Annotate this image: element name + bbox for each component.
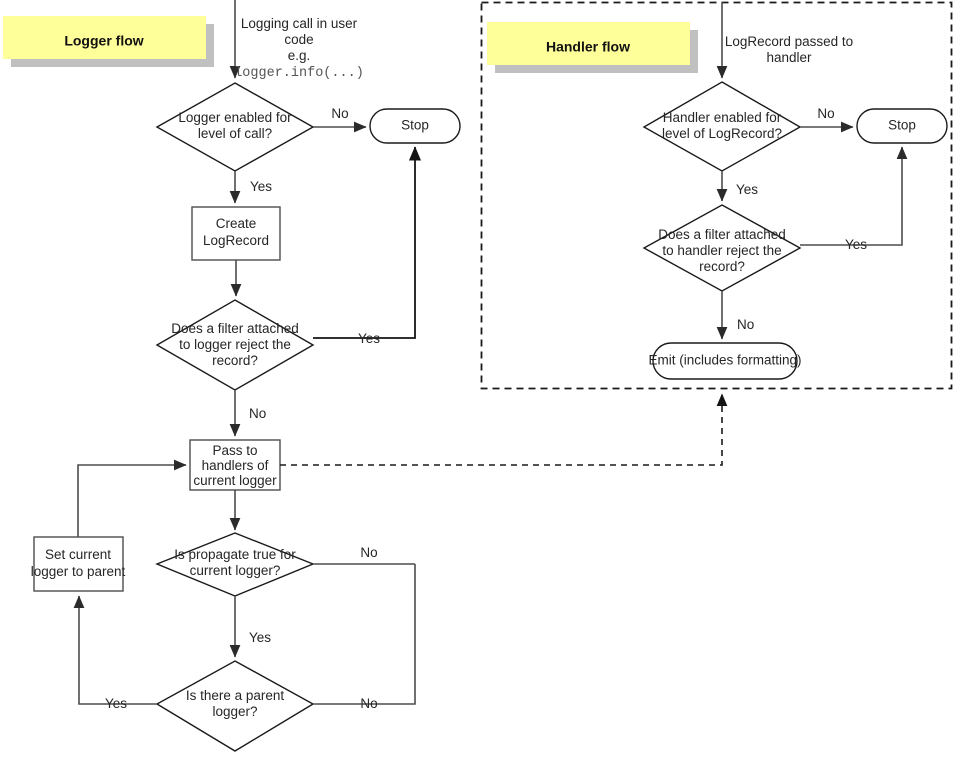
- edge-pass-to-handler-flow-dashed: [280, 393, 728, 466]
- handler-entry-line1: LogRecord passed to: [725, 34, 853, 49]
- process-set-parent-line1: Set current: [45, 547, 111, 562]
- decision-propagate-line2: current logger?: [190, 563, 281, 578]
- logger-entry-line2: code: [284, 32, 313, 47]
- terminal-emit-label: Emit (includes formatting): [648, 353, 801, 368]
- decision-logger-filter-line2: to logger reject the: [179, 337, 291, 352]
- process-pass-to-handlers-shape: [189, 439, 281, 491]
- edge-label-parent-yes: Yes: [105, 696, 127, 711]
- logger-entry-line3: e.g.: [288, 48, 311, 63]
- logger-flow-banner: Logger flow: [3, 16, 214, 67]
- decision-handler-filter: Does a filter attached to handler reject…: [642, 204, 802, 292]
- edge-label-logger-enabled-no: No: [331, 106, 348, 121]
- decision-handler-enabled-line2: level of LogRecord?: [662, 126, 782, 141]
- decision-parent-logger-shape: [155, 660, 315, 752]
- handler-entry-text: LogRecord passed to handler: [725, 34, 853, 65]
- edge-label-handler-filter-yes: Yes: [845, 237, 867, 252]
- decision-handler-filter-line2: to handler reject the: [662, 243, 781, 258]
- process-set-parent-line2: logger to parent: [31, 564, 126, 579]
- process-create-logrecord-line1: Create: [216, 216, 257, 231]
- decision-logger-filter: Does a filter attached to logger reject …: [155, 299, 315, 391]
- handler-flow-banner: Handler flow: [487, 22, 698, 73]
- edge-set-parent-to-pass: [77, 459, 187, 537]
- edge-label-handler-filter-no: No: [737, 317, 754, 332]
- edge-label-propagate-yes: Yes: [249, 630, 271, 645]
- handler-entry-line2: handler: [766, 50, 812, 65]
- logger-entry-line1: Logging call in user: [241, 16, 358, 31]
- terminal-logger-stop-shape: [369, 108, 461, 144]
- logger-banner-fill: [3, 16, 206, 59]
- process-pass-to-handlers-line3: current logger: [193, 473, 277, 488]
- decision-handler-filter-line3: record?: [699, 259, 745, 274]
- terminal-emit-shape: [652, 342, 798, 380]
- terminal-logger-stop: Stop: [369, 108, 461, 144]
- decision-handler-enabled-line1: Handler enabled for: [663, 110, 782, 125]
- edge-label-handler-enabled-yes: Yes: [736, 182, 758, 197]
- handler-flow-banner-label: Handler flow: [546, 39, 630, 55]
- process-pass-to-handlers-line1: Pass to: [212, 443, 257, 458]
- decision-propagate-line1: Is propagate true for: [174, 547, 296, 562]
- logger-entry-line4-code: logger.info(...): [234, 66, 364, 81]
- logger-entry-text: Logging call in user code e.g. logger.in…: [234, 16, 364, 81]
- decision-handler-filter-line1: Does a filter attached: [658, 227, 786, 242]
- decision-parent-logger: Is there a parent logger?: [155, 660, 315, 752]
- terminal-handler-stop-label: Stop: [888, 118, 916, 133]
- edge-label-propagate-no: No: [360, 545, 377, 560]
- terminal-handler-stop-shape: [856, 108, 948, 144]
- process-create-logrecord: Create LogRecord: [191, 206, 281, 261]
- logger-flow-banner-label: Logger flow: [64, 33, 143, 49]
- edge-parent-yes: [73, 595, 157, 705]
- decision-parent-logger-line2: logger?: [212, 704, 257, 719]
- process-pass-to-handlers: Pass to handlers of current logger: [189, 439, 281, 491]
- decision-propagate: Is propagate true for current logger?: [155, 532, 315, 597]
- decision-logger-enabled-line2: level of call?: [198, 126, 272, 141]
- handler-banner-fill: [487, 22, 690, 65]
- edge-label-logger-enabled-yes: Yes: [250, 179, 272, 194]
- terminal-handler-stop: Stop: [856, 108, 948, 144]
- terminal-logger-stop-label: Stop: [401, 118, 429, 133]
- process-pass-to-handlers-line2: handlers of: [202, 458, 269, 473]
- process-set-parent: Set current logger to parent: [31, 536, 126, 592]
- decision-logger-filter-line3: record?: [212, 353, 258, 368]
- edge-label-logger-filter-no: No: [249, 406, 266, 421]
- decision-parent-logger-line1: Is there a parent: [186, 688, 285, 703]
- terminal-emit: Emit (includes formatting): [648, 342, 802, 380]
- handler-flow-group-box: [480, 1, 953, 390]
- edge-label-parent-no: No: [360, 696, 377, 711]
- decision-logger-enabled: Logger enabled for level of call?: [155, 82, 315, 172]
- decision-handler-enabled: Handler enabled for level of LogRecord?: [642, 81, 802, 172]
- decision-logger-filter-line1: Does a filter attached: [171, 321, 299, 336]
- decision-logger-enabled-line1: Logger enabled for: [178, 110, 292, 125]
- process-create-logrecord-shape: [191, 206, 281, 261]
- edge-label-logger-filter-yes: Yes: [358, 331, 380, 346]
- edge-logger-filter-yes: [313, 146, 422, 339]
- process-create-logrecord-line2: LogRecord: [203, 233, 269, 248]
- edge-parent-no: [313, 564, 416, 705]
- edge-handler-filter-yes: [800, 146, 908, 246]
- edge-label-handler-enabled-no: No: [817, 106, 834, 121]
